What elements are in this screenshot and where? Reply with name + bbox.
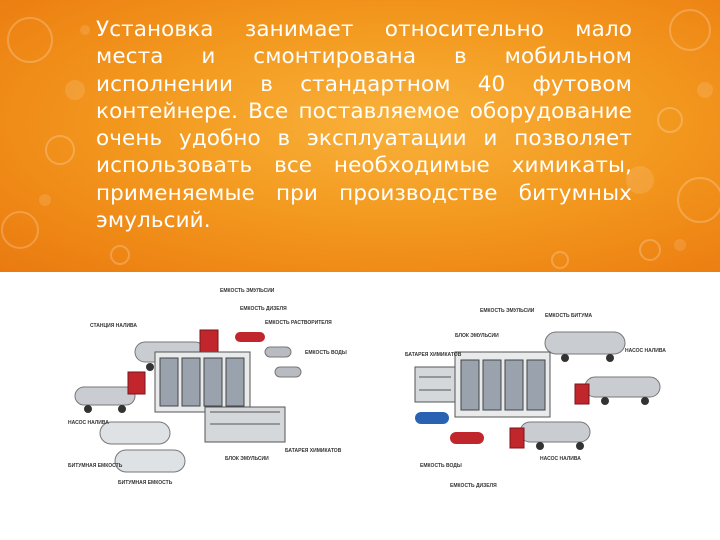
tanker-truck-icon [574,376,661,405]
solvent-tank-icon [264,346,292,358]
diesel-tank-icon [450,432,484,444]
label-water-tank: ЕМКОСТЬ ВОДЫ [420,463,462,469]
label-emulsion-tank: ЕМКОСТЬ ЭМУЛЬСИИ [220,288,275,294]
label-emulsion-block: БЛОК ЭМУЛЬСИИ [455,333,499,339]
emulsion-block-icon [454,351,551,418]
label-loading-station: СТАНЦИЯ НАЛИВА [90,323,137,329]
label-diesel-tank: ЕМКОСТЬ ДИЗЕЛЯ [240,306,287,312]
chem-battery-icon [204,406,286,443]
chem-battery-icon [414,366,456,403]
label-emulsion-block: БЛОК ЭМУЛЬСИИ [225,456,269,462]
slide-body-text: Установка занимает относительно мало мес… [96,17,632,234]
bitumen-tank-icon [99,421,171,445]
orange-header-panel: Установка занимает относительно мало мес… [0,0,720,272]
label-bitumen-tank-1: БИТУМНАЯ ЕМКОСТЬ [68,463,123,469]
label-solvent-tank: ЕМКОСТЬ РАСТВОРИТЕЛЯ [265,320,332,326]
plant-layout-left: ЕМКОСТЬ ЭМУЛЬСИИ ЕМКОСТЬ ДИЗЕЛЯ ЕМКОСТЬ … [68,288,347,486]
label-bitumen-tank-2: БИТУМНАЯ ЕМКОСТЬ [118,480,173,486]
water-tank-icon [274,366,302,378]
label-loading-pump: НАСОС НАЛИВА [68,420,109,426]
plant-layout-right: ЕМКОСТЬ ЭМУЛЬСИИ БЛОК ЭМУЛЬСИИ ЕМКОСТЬ Б… [405,308,666,489]
label-chem-battery: БАТАРЕЯ ХИМИКАТОВ [285,448,342,454]
label-diesel-tank: ЕМКОСТЬ ДИЗЕЛЯ [450,483,497,489]
diagram-panel: ЕМКОСТЬ ЭМУЛЬСИИ ЕМКОСТЬ ДИЗЕЛЯ ЕМКОСТЬ … [0,272,720,540]
label-emulsion-tank: ЕМКОСТЬ ЭМУЛЬСИИ [480,308,535,314]
tanker-truck-icon [544,331,626,362]
label-loading-pump-top: НАСОС НАЛИВА [625,348,666,354]
water-tank-icon [415,412,449,424]
label-bitumen-tank: ЕМКОСТЬ БИТУМА [545,313,592,319]
label-loading-pump-bottom: НАСОС НАЛИВА [540,456,581,462]
tanker-truck-icon [509,421,591,450]
label-battery: БАТАРЕЯ ХИМИКАТОВ [405,352,462,358]
label-water-tank: ЕМКОСТЬ ВОДЫ [305,350,347,356]
bitumen-tank-icon [114,449,186,473]
diesel-tank-icon [235,332,265,342]
emulsion-block-icon [154,351,251,413]
decorative-bubbles [0,0,720,272]
tanker-truck-icon [74,371,146,413]
